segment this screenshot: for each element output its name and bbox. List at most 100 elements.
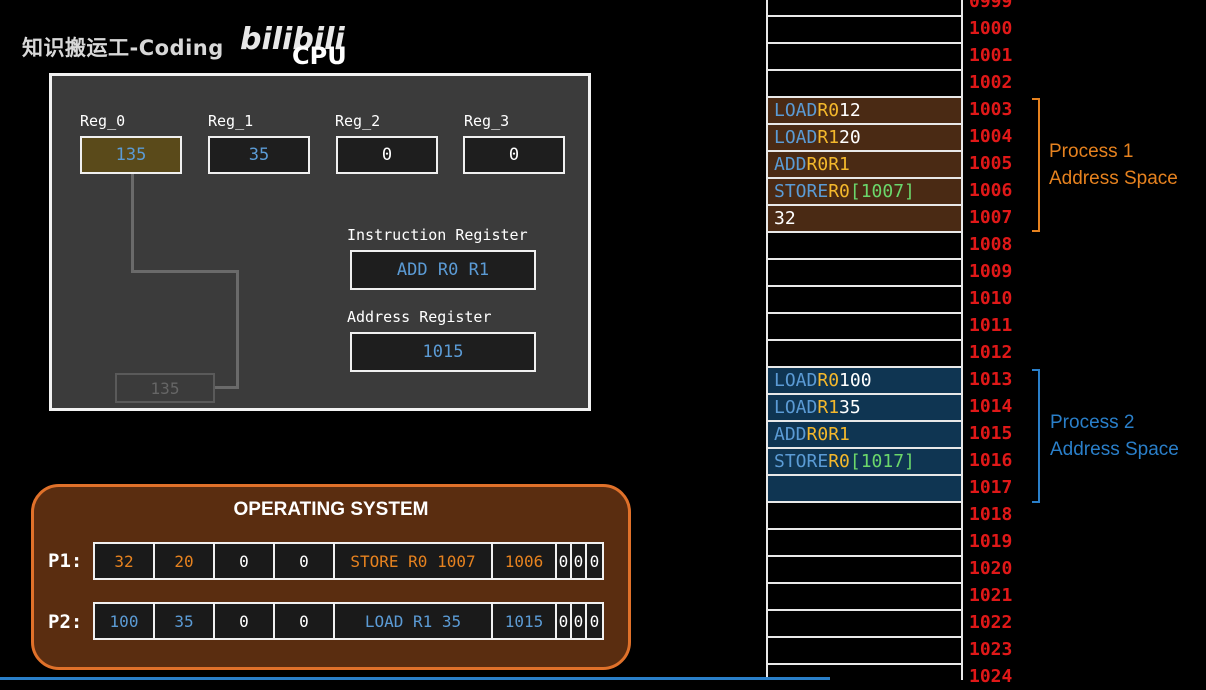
memory-address: 1007 <box>969 207 1013 228</box>
memory-op: LOAD <box>774 100 818 121</box>
memory-cell: STORE R0 [1007] <box>768 179 961 206</box>
memory-address: 1008 <box>969 234 1013 255</box>
memory-address: 1023 <box>969 639 1013 660</box>
p1-reg0: 32 <box>95 544 155 578</box>
memory-cell <box>768 584 961 611</box>
memory-reg: R1 <box>817 397 840 418</box>
memory-address: 1004 <box>969 126 1013 147</box>
memory-address: 1015 <box>969 423 1013 444</box>
p2-label-line2: Address Space <box>1050 439 1179 460</box>
p1-space-label: Process 1 Address Space <box>1049 138 1178 192</box>
memory-cell: LOAD R0 12 <box>768 98 961 125</box>
reg-0-value: 135 <box>80 136 182 174</box>
memory-address: 1009 <box>969 261 1013 282</box>
p1-instruction: STORE R0 1007 <box>335 544 493 578</box>
memory-address: 1016 <box>969 450 1013 471</box>
memory-address: 1012 <box>969 342 1013 363</box>
memory-address: 1022 <box>969 612 1013 633</box>
channel-watermark: 知识搬运工-Coding <box>22 36 224 60</box>
p2-reg2: 0 <box>215 604 275 638</box>
memory-arg: 32 <box>774 208 796 229</box>
memory-address: 1024 <box>969 666 1013 687</box>
reg-2-value: 0 <box>336 136 438 174</box>
memory-address: 1003 <box>969 99 1013 120</box>
p1-flag: 0 <box>589 551 600 571</box>
memory-cell: ADD R0 R1 <box>768 152 961 179</box>
instruction-register-value: ADD R0 R1 <box>350 250 536 290</box>
memory-reg: R1 <box>817 127 840 148</box>
p2-label-line1: Process 2 <box>1050 412 1135 433</box>
memory-address: 1013 <box>969 369 1013 390</box>
bilibili-logo: bilibili <box>240 22 345 57</box>
memory-cell: STORE R0 [1017] <box>768 449 961 476</box>
p2-pcb-row: 100 35 0 0 LOAD R1 35 1015 0 0 0 <box>93 602 604 640</box>
memory-cell: 32 <box>768 206 961 233</box>
memory-arg: 35 <box>839 397 861 418</box>
p1-reg1: 20 <box>155 544 215 578</box>
p1-label-line2: Address Space <box>1049 168 1178 189</box>
p1-label: P1: <box>48 550 83 572</box>
memory-address: 1011 <box>969 315 1013 336</box>
memory-cell <box>768 71 961 98</box>
memory-cell <box>768 233 961 260</box>
memory-reg: R0 <box>817 100 840 121</box>
p2-instruction: LOAD R1 35 <box>335 604 493 638</box>
ir-arg-b: R1 <box>468 260 490 280</box>
p2-flag: 0 <box>557 604 572 638</box>
memory-cell <box>768 17 961 44</box>
p2-flag: 0 <box>589 611 600 631</box>
memory-address: 1005 <box>969 153 1013 174</box>
p1-pcb-row: 32 20 0 0 STORE R0 1007 1006 0 0 0 <box>93 542 604 580</box>
p1-reg2: 0 <box>215 544 275 578</box>
memory-arg: 12 <box>839 100 861 121</box>
p2-space-label: Process 2 Address Space <box>1050 409 1179 463</box>
p1-bracket <box>1032 98 1040 232</box>
memory-op: STORE <box>774 451 829 472</box>
memory-address: 1020 <box>969 558 1013 579</box>
memory-cell <box>768 530 961 557</box>
memory-reg: R0 <box>828 451 850 472</box>
memory-op: LOAD <box>774 370 818 391</box>
memory-cell <box>768 44 961 71</box>
p2-flag: 0 <box>572 604 587 638</box>
memory-op: LOAD <box>774 127 818 148</box>
memory-cell <box>768 260 961 287</box>
memory-arg: [1017] <box>849 451 915 472</box>
memory-op: ADD <box>774 424 807 445</box>
operating-system-panel: OPERATING SYSTEM P1: 32 20 0 0 STORE R0 … <box>31 484 631 670</box>
memory-address: 1002 <box>969 72 1013 93</box>
reg-3-label: Reg_3 <box>464 112 510 130</box>
p2-label: P2: <box>48 611 83 633</box>
memory-op: LOAD <box>774 397 818 418</box>
memory-reg: R0 <box>806 154 829 175</box>
p2-address: 1015 <box>493 604 557 638</box>
memory-cell: LOAD R0 100 <box>768 368 961 395</box>
memory-cell <box>768 557 961 584</box>
ir-op: ADD <box>396 260 428 280</box>
os-title: OPERATING SYSTEM <box>233 499 429 520</box>
address-register-label: Address Register <box>347 308 492 326</box>
progress-bar <box>0 677 830 680</box>
memory-op: STORE <box>774 181 829 202</box>
reg-3-value: 0 <box>463 136 565 174</box>
memory-cell: ADD R0 R1 <box>768 422 961 449</box>
memory-cell <box>768 0 961 17</box>
memory-cell: LOAD R1 35 <box>768 395 961 422</box>
ir-arg-a: R0 <box>437 260 459 280</box>
memory-address: 1006 <box>969 180 1013 201</box>
memory-address: 1017 <box>969 477 1013 498</box>
instruction-register-label: Instruction Register <box>347 226 528 244</box>
p1-flag: 0 <box>572 544 587 578</box>
memory-arg: 100 <box>839 370 872 391</box>
p2-reg0: 100 <box>95 604 155 638</box>
reg-1-label: Reg_1 <box>208 112 254 130</box>
p1-flag: 0 <box>557 544 572 578</box>
data-wire <box>131 174 134 272</box>
p2-reg3: 0 <box>275 604 335 638</box>
memory-op: ADD <box>774 154 807 175</box>
memory-cell <box>768 638 961 665</box>
memory-cell <box>768 287 961 314</box>
moving-value: 135 <box>115 373 215 403</box>
memory-address: 1019 <box>969 531 1013 552</box>
memory-reg: R0 <box>806 424 829 445</box>
